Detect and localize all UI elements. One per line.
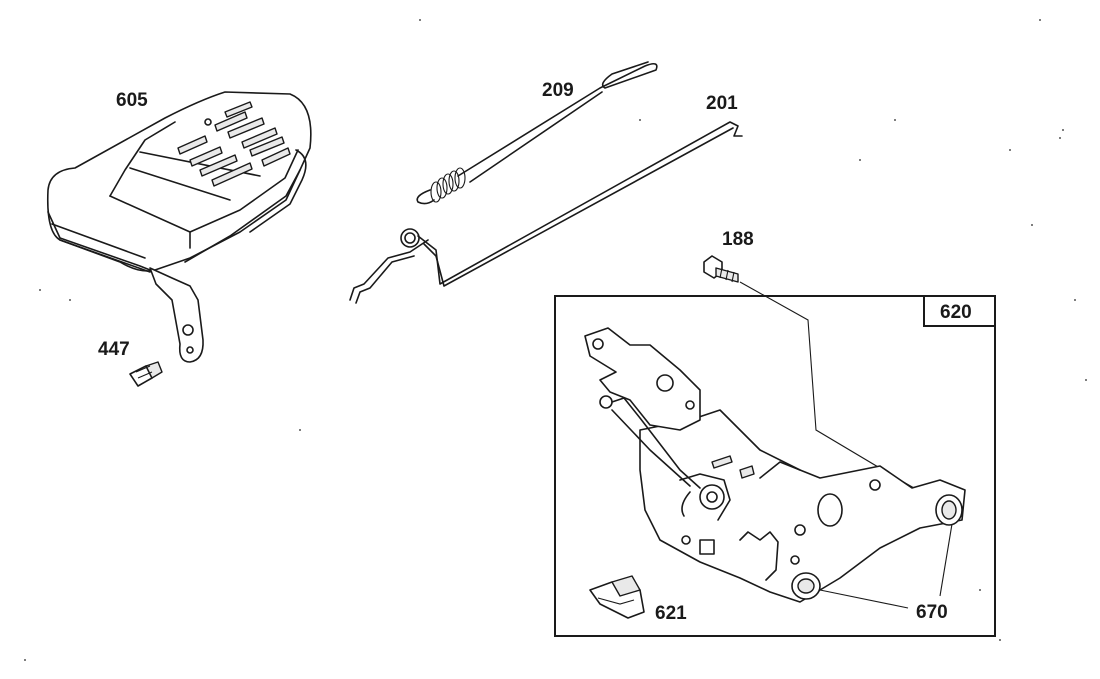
callout-447: 447 (98, 339, 130, 360)
part-605-shroud (46, 91, 312, 363)
spring-coil (416, 167, 466, 205)
grille-slots (177, 101, 291, 187)
leader-670-upper (939, 523, 953, 597)
callout-201: 201 (706, 93, 738, 114)
part-209-governor-spring (416, 61, 658, 205)
part-447-screw (129, 361, 163, 387)
leader-188 (739, 281, 936, 501)
scan-noise (24, 19, 1087, 661)
leader-670-lower (819, 589, 909, 609)
callout-670: 670 (916, 602, 948, 623)
callout-621: 621 (655, 603, 687, 624)
callout-209: 209 (542, 80, 574, 101)
part-620-assembly-box (554, 295, 996, 637)
callout-188: 188 (722, 229, 754, 250)
control-bracket (584, 327, 966, 603)
part-201-governor-link (349, 121, 743, 304)
part-188-bolt (703, 255, 739, 283)
callout-605: 605 (116, 90, 148, 111)
part-621-clip (589, 575, 645, 619)
callout-620: 620 (940, 302, 972, 323)
